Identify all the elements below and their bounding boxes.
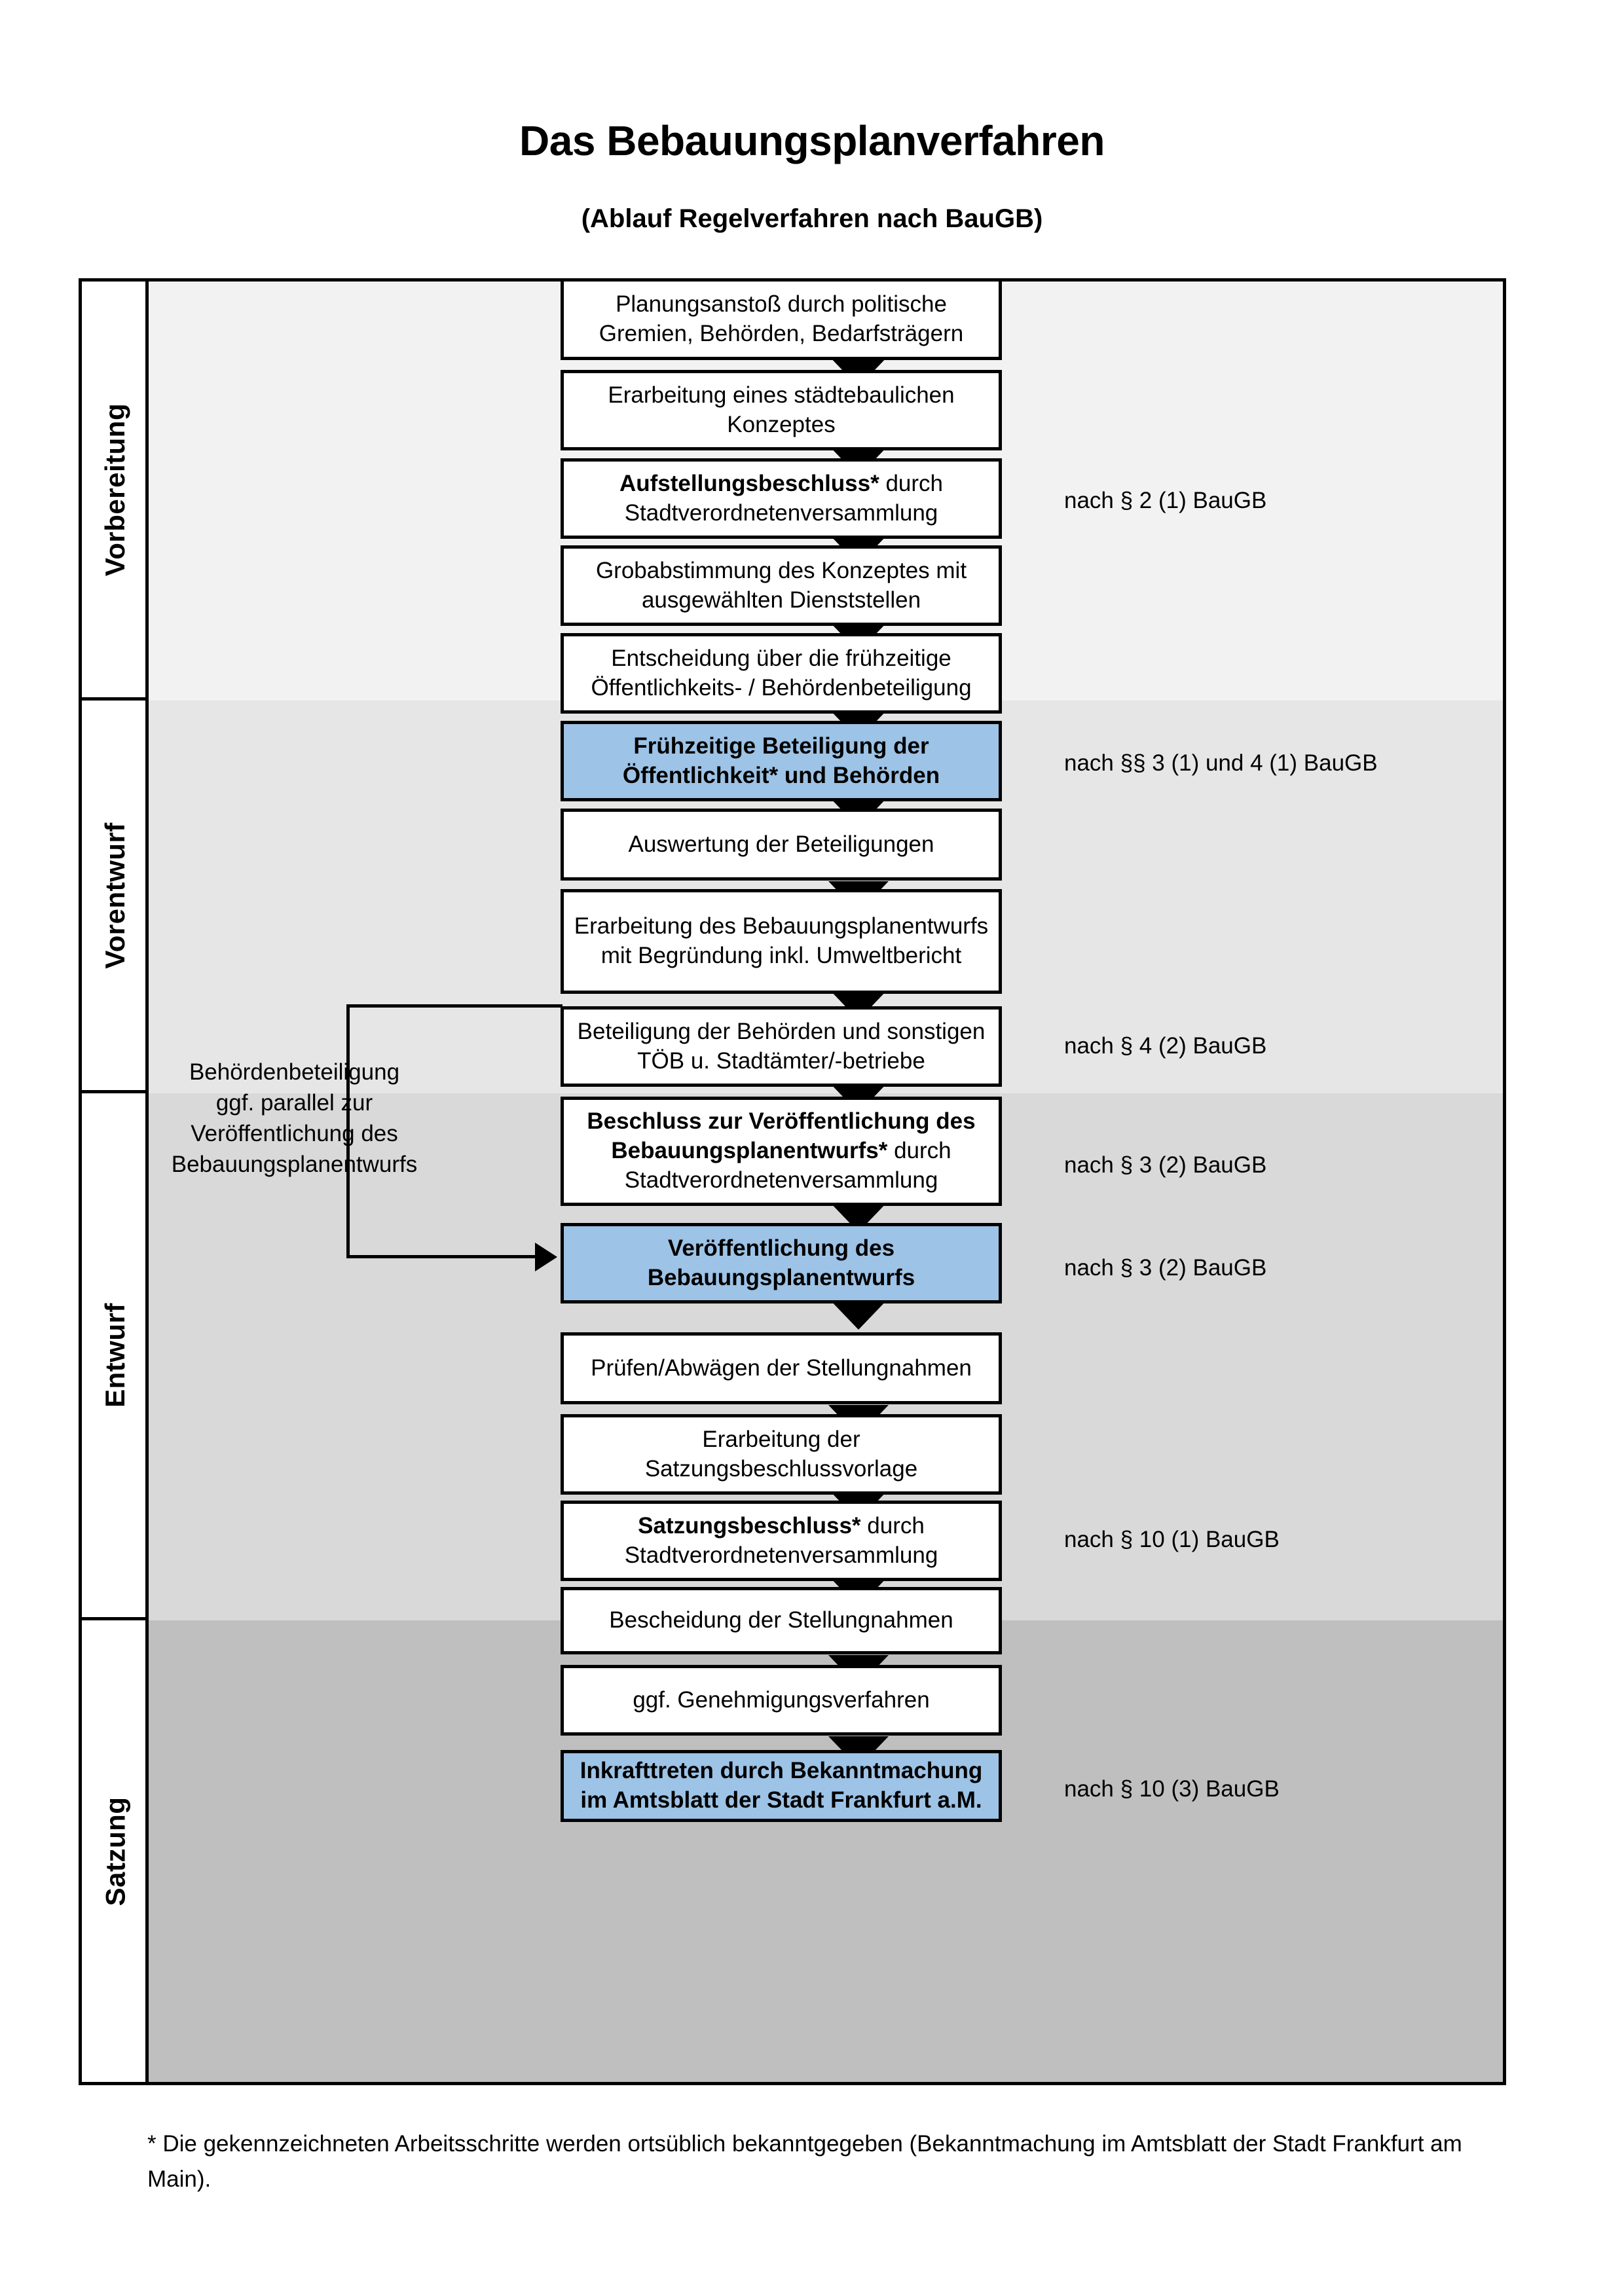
parallel-procedure-note: Behördenbeteiligung ggf. parallel zur Ve… <box>171 1059 418 1177</box>
flow-step-s8: Erarbeitung des Bebauungsplanentwurfs mi… <box>561 889 1002 994</box>
flow-step-s13: Erarbeitung der Satzungsbeschlussvorlage <box>561 1414 1002 1495</box>
loop-top-segment <box>346 1004 563 1008</box>
section-label-vorbereitung: Vorbereitung <box>82 282 149 701</box>
section-label-text: Satzung <box>100 1796 131 1906</box>
flow-step-label: Entscheidung über die frühzeitige Öffent… <box>591 645 972 701</box>
flow-step-s6: Frühzeitige Beteiligung der Öffentlichke… <box>561 721 1002 801</box>
legal-note-s3: nach § 2 (1) BauGB <box>1064 488 1267 513</box>
legal-note-s11: nach § 3 (2) BauGB <box>1064 1255 1267 1281</box>
section-label-text: Vorbereitung <box>100 403 131 576</box>
flow-step-s11: Veröffentlichung des Bebauungsplanentwur… <box>561 1223 1002 1303</box>
legal-note-s9: nach § 4 (2) BauGB <box>1064 1033 1267 1059</box>
flow-step-label: Grobabstimmung des Konzeptes mit ausgewä… <box>595 557 967 613</box>
flow-step-label: Inkrafttreten durch Bekanntmachung im Am… <box>580 1757 983 1815</box>
legal-note-s17: nach § 10 (3) BauGB <box>1064 1776 1280 1802</box>
flow-step-rest: durch Stadtverordnetenversammlung <box>624 1138 951 1193</box>
loop-bottom-segment <box>346 1255 536 1258</box>
legal-note-s10: nach § 3 (2) BauGB <box>1064 1152 1267 1178</box>
flow-step-rest: durch Bekanntmachung im Amtsblatt der St… <box>580 1758 983 1813</box>
flow-step-label: Beteiligung der Behörden und sonstigen T… <box>577 1018 986 1074</box>
flow-step-label: Veröffentlichung des Bebauungsplanentwur… <box>647 1235 915 1290</box>
flow-step-label: Satzungsbeschluss* durch Stadtverordnete… <box>625 1512 938 1571</box>
flow-step-label: Erarbeitung der Satzungsbeschlussvorlage <box>644 1426 918 1482</box>
flow-step-s9: Beteiligung der Behörden und sonstigen T… <box>561 1006 1002 1087</box>
flow-step-s5: Entscheidung über die frühzeitige Öffent… <box>561 633 1002 714</box>
flow-step-label: Erarbeitung des Bebauungsplanentwurfs mi… <box>574 913 989 968</box>
flow-step-rest: durch Stadtverordnetenversammlung <box>624 1512 938 1568</box>
section-label-text: Vorentwurf <box>100 822 130 969</box>
flow-step-emphasis: Beschluss zur Veröffentlichung des Bebau… <box>587 1108 976 1164</box>
legal-note-s6: nach §§ 3 (1) und 4 (1) BauGB <box>1064 750 1378 776</box>
flow-step-s12: Prüfen/Abwägen der Stellungnahmen <box>561 1332 1002 1404</box>
flow-step-label: Frühzeitige Beteiligung der Öffentlichke… <box>622 733 940 788</box>
section-label-text: Entwurf <box>100 1303 130 1408</box>
flow-step-s14: Satzungsbeschluss* durch Stadtverordnete… <box>561 1501 1002 1581</box>
flow-step-label: Auswertung der Beteiligungen <box>628 831 934 857</box>
flow-step-emphasis: Satzungsbeschluss* <box>638 1512 861 1539</box>
flow-step-s1: Planungsanstoß durch politische Gremien,… <box>561 278 1002 360</box>
flow-step-label: Aufstellungsbeschluss* durch Stadtverord… <box>619 469 943 528</box>
flow-step-label: Planungsanstoß durch politische Gremien,… <box>599 291 964 346</box>
flow-step-s10: Beschluss zur Veröffentlichung des Bebau… <box>561 1097 1002 1206</box>
flow-step-label: Prüfen/Abwägen der Stellungnahmen <box>591 1355 972 1381</box>
flow-step-label: Erarbeitung eines städtebaulichen Konzep… <box>608 382 955 437</box>
flow-step-label: Bescheidung der Stellungnahmen <box>609 1607 953 1633</box>
section-label-vorentwurf: Vorentwurf <box>82 701 149 1093</box>
flow-step-s7: Auswertung der Beteiligungen <box>561 809 1002 881</box>
section-label-satzung: Satzung <box>82 1620 149 2082</box>
flow-step-s16: ggf. Genehmigungsverfahren <box>561 1665 1002 1736</box>
section-label-entwurf: Entwurf <box>82 1093 149 1620</box>
flow-step-s4: Grobabstimmung des Konzeptes mit ausgewä… <box>561 545 1002 626</box>
flow-step-s2: Erarbeitung eines städtebaulichen Konzep… <box>561 370 1002 450</box>
flow-step-label: ggf. Genehmigungsverfahren <box>633 1686 930 1713</box>
parallel-loop-connector <box>346 1004 569 1271</box>
flowchart-frame: Vorbereitung Vorentwurf Entwurf Satzung … <box>79 278 1506 2085</box>
flow-step-rest: durch Stadtverordnetenversammlung <box>624 470 944 526</box>
page-title: Das Bebauungsplanverfahren <box>519 117 1105 164</box>
loop-left-segment <box>346 1004 350 1258</box>
flow-step-emphasis: Inkrafttreten <box>580 1758 714 1784</box>
flow-step-s15: Bescheidung der Stellungnahmen <box>561 1587 1002 1654</box>
footnote: * Die gekennzeichneten Arbeitsschritte w… <box>147 2131 1462 2193</box>
flow-step-s3: Aufstellungsbeschluss* durch Stadtverord… <box>561 458 1002 539</box>
section-label-column: Vorbereitung Vorentwurf Entwurf Satzung <box>82 282 149 2082</box>
flow-arrow <box>828 1298 889 1330</box>
flow-step-s17: Inkrafttreten durch Bekanntmachung im Am… <box>561 1750 1002 1822</box>
loop-arrowhead <box>535 1243 557 1271</box>
legal-note-s14: nach § 10 (1) BauGB <box>1064 1527 1280 1552</box>
flow-step-label: Beschluss zur Veröffentlichung des Bebau… <box>572 1107 991 1195</box>
flow-step-emphasis: Aufstellungsbeschluss* <box>619 470 879 496</box>
page-subtitle: (Ablauf Regelverfahren nach BauGB) <box>581 204 1043 233</box>
